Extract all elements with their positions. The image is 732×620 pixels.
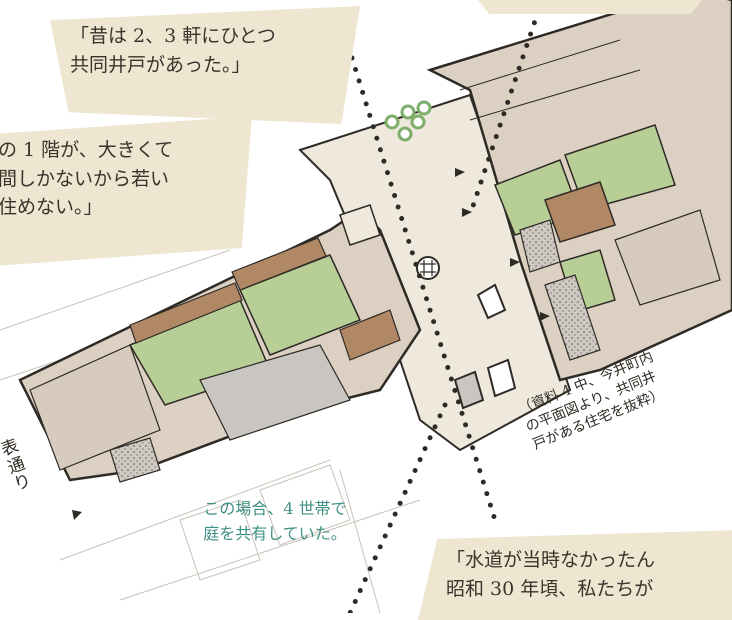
callout-first-floor: の 1 階が、大きくて 間しかないから若い 住めない。」 [0,116,252,266]
well-icon [416,256,440,280]
shrubs [384,100,432,142]
shared-garden-note: この場合、4 世帯で 庭を共有していた。 [203,499,347,543]
arrows [72,168,550,520]
right-house [426,0,732,382]
callout-shared-well: 「昔は 2、3 軒にひとつ 共同井戸があった。」 [50,6,360,124]
callout-top-edge [470,0,710,14]
background-neighborhood [0,249,421,613]
callout-water-supply: 「水道が当時なかったん 昭和 30 年頃、私たちが [418,530,732,620]
toilet-structures [453,283,517,410]
left-house [18,204,422,483]
leader-lines [347,0,545,613]
